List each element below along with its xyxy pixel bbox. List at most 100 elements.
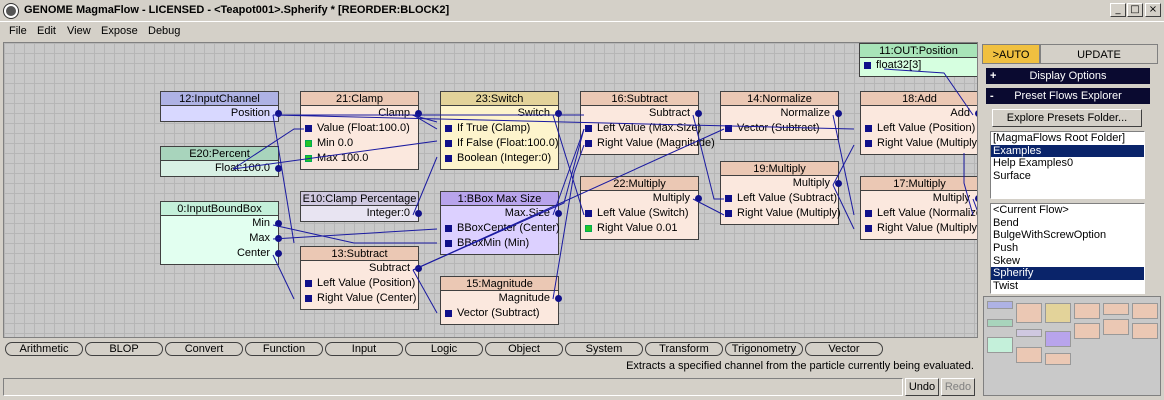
output-socket-row[interactable]: Multiply [581, 191, 702, 206]
input-socket-row[interactable]: Value (Float:100.0) [301, 121, 418, 136]
input-socket-row[interactable]: Min 0.0 [301, 136, 418, 151]
input-socket-row[interactable]: Right Value (Center) [301, 291, 418, 306]
output-socket[interactable] [695, 110, 702, 117]
output-socket-row[interactable]: Clamp [301, 106, 422, 121]
input-socket[interactable] [305, 125, 312, 132]
input-socket[interactable] [445, 310, 452, 317]
output-socket-row[interactable]: Multiply [721, 176, 842, 191]
output-socket[interactable] [835, 110, 842, 117]
input-socket[interactable] [445, 125, 452, 132]
menu-expose[interactable]: Expose [101, 25, 138, 37]
output-socket[interactable] [555, 295, 562, 302]
output-socket-row[interactable]: Multiply [861, 191, 977, 206]
list-item[interactable]: Help Examples0 [993, 157, 1074, 170]
list-item[interactable]: Spherify [991, 267, 1144, 281]
output-socket[interactable] [975, 195, 977, 202]
display-options-header[interactable]: +Display Options [986, 68, 1150, 84]
input-socket-row[interactable]: Left Value (Position) [301, 276, 418, 291]
output-socket-row[interactable]: Max.Size [441, 206, 562, 221]
node-multiply-17[interactable]: 17:Multiply Multiply Left Value (Normali… [860, 176, 977, 240]
output-socket-row[interactable]: Max [161, 231, 282, 246]
input-socket-row[interactable]: BBoxMin (Min) [441, 236, 558, 251]
input-socket-row[interactable]: Vector (Subtract) [721, 121, 838, 136]
input-socket-row[interactable]: Left Value (Position) [861, 121, 977, 136]
input-socket-row[interactable]: Left Value (Max.Size) [581, 121, 701, 136]
output-socket[interactable] [275, 235, 282, 242]
input-socket[interactable] [585, 125, 592, 132]
output-socket-row[interactable]: Magnitude [441, 291, 562, 306]
value-socket[interactable] [305, 140, 312, 147]
output-socket[interactable] [695, 195, 702, 202]
input-socket-row[interactable]: Right Value (Magnitude) [581, 136, 715, 151]
category-trigonometry[interactable]: Trigonometry [725, 342, 803, 356]
menu-edit[interactable]: Edit [37, 25, 56, 37]
input-socket-row[interactable]: Left Value (Normalize) [861, 206, 977, 221]
output-socket-row[interactable]: Add [861, 106, 977, 121]
preset-explorer-header[interactable]: -Preset Flows Explorer [986, 88, 1150, 104]
output-socket[interactable] [555, 210, 562, 217]
input-socket-row[interactable]: Vector (Subtract) [441, 306, 558, 321]
node-multiply-22[interactable]: 22:Multiply Multiply Left Value (Switch)… [580, 176, 702, 240]
input-socket[interactable] [445, 155, 452, 162]
value-socket[interactable] [585, 225, 592, 232]
tab-update[interactable]: UPDATE [1040, 44, 1158, 64]
output-socket[interactable] [415, 265, 422, 272]
category-object[interactable]: Object [485, 342, 563, 356]
output-socket-row[interactable]: Position [161, 106, 282, 121]
category-blop[interactable]: BLOP [85, 342, 163, 356]
input-socket[interactable] [864, 62, 871, 69]
category-system[interactable]: System [565, 342, 643, 356]
node-clamp-percentage[interactable]: E10:Clamp Percentage Integer:0 [300, 191, 422, 222]
input-socket[interactable] [585, 210, 592, 217]
value-socket[interactable] [305, 155, 312, 162]
node-bbox-max-size[interactable]: 1:BBox Max Size Max.Size BBoxCenter (Cen… [440, 191, 562, 255]
node-normalize[interactable]: 14:Normalize Normalize Vector (Subtract) [720, 91, 842, 140]
input-socket[interactable] [865, 225, 872, 232]
input-socket-row[interactable]: Left Value (Subtract) [721, 191, 838, 206]
maximize-button[interactable]: □ [1127, 3, 1143, 17]
menu-file[interactable]: File [9, 25, 27, 37]
input-socket-row[interactable]: Boolean (Integer:0) [441, 151, 558, 166]
list-item[interactable]: BulgeWithScrewOption [993, 229, 1107, 242]
node-multiply-19[interactable]: 19:Multiply Multiply Left Value (Subtrac… [720, 161, 842, 225]
input-socket[interactable] [865, 125, 872, 132]
list-item[interactable]: Examples [991, 144, 1144, 158]
explore-presets-button[interactable]: Explore Presets Folder... [992, 109, 1142, 127]
output-socket-row[interactable]: Switch [441, 106, 562, 121]
list-item[interactable]: Push [993, 242, 1019, 255]
flow-canvas[interactable]: 12:InputChannel Position E20:Percent Flo… [3, 42, 978, 338]
output-socket-row[interactable]: Float:100.0 [161, 161, 282, 176]
list-item[interactable]: Twist [993, 280, 1019, 293]
input-socket-row[interactable]: Right Value (Multiply) [861, 221, 977, 236]
node-subtract-13[interactable]: 13:Subtract Subtract Left Value (Positio… [300, 246, 422, 310]
node-subtract-16[interactable]: 16:Subtract Subtract Left Value (Max.Siz… [580, 91, 715, 155]
node-input-bound-box[interactable]: 0:InputBoundBox Min Max Center [160, 201, 282, 265]
node-magnitude[interactable]: 15:Magnitude Magnitude Vector (Subtract) [440, 276, 562, 325]
output-socket-row[interactable]: Min [161, 216, 282, 231]
close-button[interactable]: × [1145, 3, 1161, 17]
input-socket[interactable] [725, 195, 732, 202]
output-socket[interactable] [975, 110, 977, 117]
category-vector[interactable]: Vector [805, 342, 883, 356]
output-socket[interactable] [835, 180, 842, 187]
output-socket-row[interactable]: Integer:0 [301, 206, 422, 221]
input-socket-row[interactable]: If True (Clamp) [441, 121, 558, 136]
category-transform[interactable]: Transform [645, 342, 723, 356]
output-socket[interactable] [275, 250, 282, 257]
node-switch[interactable]: 23:Switch Switch If True (Clamp) If Fals… [440, 91, 562, 170]
tab-auto[interactable]: >AUTO [982, 44, 1040, 64]
input-socket[interactable] [445, 240, 452, 247]
category-arithmetic[interactable]: Arithmetic [5, 342, 83, 356]
folder-list[interactable]: [MagmaFlows Root Folder] Examples Help E… [990, 131, 1145, 199]
command-field[interactable] [3, 378, 903, 396]
node-percent[interactable]: E20:Percent Float:100.0 [160, 146, 282, 177]
output-socket[interactable] [275, 220, 282, 227]
menu-view[interactable]: View [67, 25, 91, 37]
list-item[interactable]: Skew [993, 254, 1020, 267]
category-convert[interactable]: Convert [165, 342, 243, 356]
category-logic[interactable]: Logic [405, 342, 483, 356]
category-input[interactable]: Input [325, 342, 403, 356]
input-socket[interactable] [305, 295, 312, 302]
input-socket-row[interactable]: Max 100.0 [301, 151, 418, 166]
undo-button[interactable]: Undo [905, 378, 939, 396]
